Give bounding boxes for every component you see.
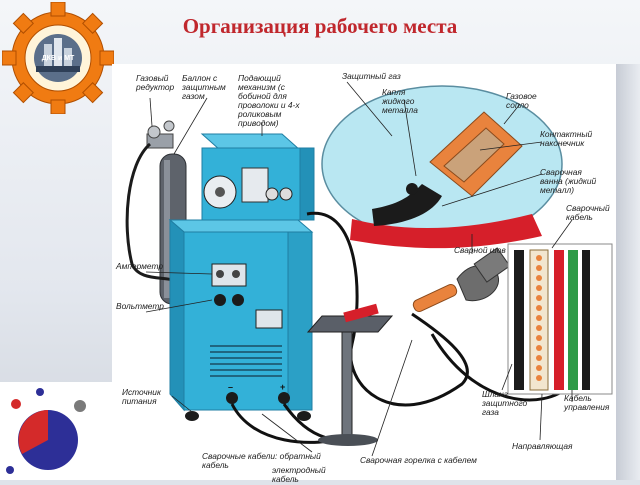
label-contact-tip: Контактный наконечник (540, 129, 593, 148)
label-torch: Сварочная горелка с кабелем (360, 455, 477, 465)
label-weld-seam: Сварной шов (454, 245, 506, 255)
label-electrode-cable: электродный кабель (272, 465, 326, 484)
gear-logo-icon: ДКВ и МТ (2, 2, 114, 114)
svg-text:–: – (228, 382, 233, 392)
label-voltmeter: Вольтметр (116, 301, 164, 311)
page-title: Организация рабочего места (182, 14, 458, 38)
label-control-cable: Кабель управления (564, 393, 610, 412)
work-table (306, 303, 394, 446)
label-feed-mechanism: Подающий механизм (с бобиной для проволо… (238, 73, 300, 128)
label-shield-gas: Защитный газ (342, 71, 401, 81)
power-source: – + (168, 218, 314, 421)
label-weld-cable: Сварочный кабель (566, 203, 610, 222)
svg-text:+: + (280, 382, 285, 392)
label-metal-drop: Капля жидкого металла (382, 87, 418, 115)
diagram-panel: – + (112, 64, 616, 484)
feed-mechanism (200, 133, 315, 221)
logo-abbr: ДКВ и МТ (42, 55, 75, 62)
pie-chart-icon (0, 382, 112, 480)
nozzle-zoom (321, 85, 563, 249)
welding-torch (412, 247, 511, 313)
label-ammeter: Амперметр (116, 261, 164, 271)
welding-station-diagram: – + (125, 81, 613, 457)
label-gas-hose: Шланг защитного газа (482, 389, 528, 417)
cable-cross-section (507, 243, 613, 395)
label-return-cable: Сварочные кабели: обратный кабель (202, 451, 321, 470)
slide-right-strip (616, 64, 640, 480)
label-gas-reducer: Газовый редуктор (136, 73, 175, 92)
label-weld-pool: Сварочная ванна (жидкий металл) (540, 167, 597, 195)
label-guide: Направляющая (512, 441, 573, 451)
label-gas-cylinder: Баллон с защитным газом (182, 73, 226, 101)
label-power-source: Источник питания (122, 387, 161, 406)
label-gas-nozzle: Газовое сопло (506, 91, 537, 110)
leader-lines (145, 81, 573, 457)
